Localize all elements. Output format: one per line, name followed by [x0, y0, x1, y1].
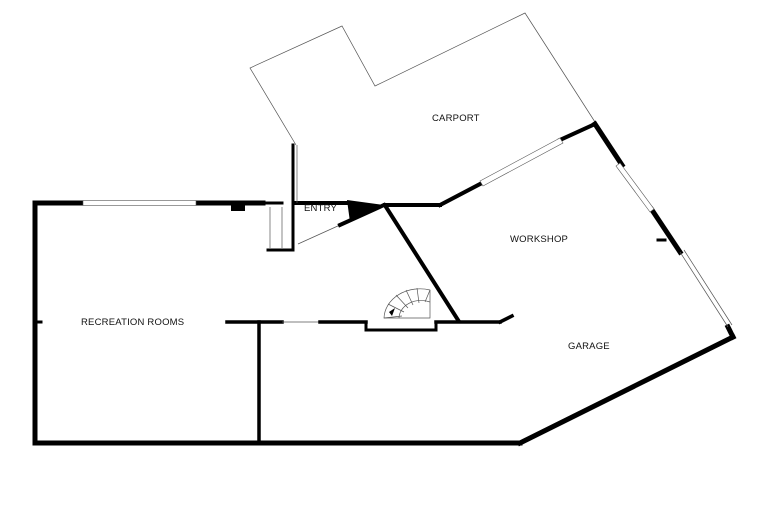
room-label-garage: GARAGE	[568, 341, 610, 352]
room-label-entry: ENTRY	[304, 203, 337, 214]
spiral-staircase-icon	[383, 287, 431, 319]
entry-walls	[231, 143, 387, 252]
wall-post	[231, 203, 245, 211]
interior-walls	[33, 204, 515, 445]
room-label-carport: CARPORT	[432, 113, 480, 124]
windows	[82, 137, 733, 328]
room-label-workshop: WORKSHOP	[510, 234, 568, 245]
entry-column	[347, 200, 384, 222]
workshop-window	[479, 137, 564, 187]
exterior-walls	[32, 120, 737, 447]
carport-outline	[249, 12, 596, 146]
recreation-window	[82, 200, 197, 206]
room-label-recreation-rooms: RECREATION ROOMS	[81, 317, 184, 328]
workshop-side-window	[615, 162, 655, 213]
